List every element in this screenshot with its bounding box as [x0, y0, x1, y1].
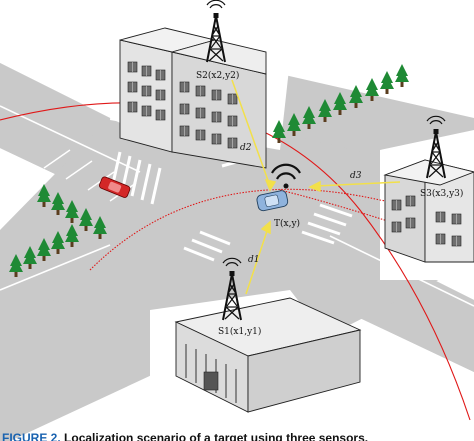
sensor-s2-label: S2(x2,y2) [196, 70, 239, 81]
distance-line-d2 [231, 79, 271, 187]
distance-label-d1: d1 [248, 255, 260, 265]
caption-text: Localization scenario of a target using … [64, 431, 369, 441]
arrowhead [308, 180, 321, 193]
distance-lines [231, 79, 401, 295]
building-s2: S2(x2,y2) [119, 0, 267, 169]
building-s3: S3(x3,y3) [383, 115, 474, 263]
crosswalk-bottom [183, 230, 231, 262]
figure-number: FIGURE 2. [2, 431, 61, 441]
figure-caption: FIGURE 2. Localization scenario of a tar… [0, 428, 474, 441]
distance-label-d2: d2 [240, 143, 252, 153]
distance-line-d3 [315, 181, 401, 187]
building-s1: S1(x1,y1) [174, 257, 362, 413]
crosswalk-right [301, 203, 353, 245]
road-network [0, 58, 474, 441]
tree-icon [380, 71, 394, 94]
distance-line-d1 [245, 227, 269, 295]
sensor-s3-label: S3(x3,y3) [420, 188, 463, 199]
sensor-s1-label: S1(x1,y1) [218, 326, 261, 337]
arrowhead [264, 178, 277, 192]
target-label: T(x,y) [274, 218, 300, 229]
tree-icon [395, 64, 409, 87]
target-car [256, 190, 289, 212]
distance-label-d3: d3 [350, 171, 362, 181]
arrowhead [260, 220, 271, 235]
crosswalk-left [110, 151, 162, 205]
wifi-signal-icon [271, 163, 301, 189]
parked-car [99, 176, 131, 198]
